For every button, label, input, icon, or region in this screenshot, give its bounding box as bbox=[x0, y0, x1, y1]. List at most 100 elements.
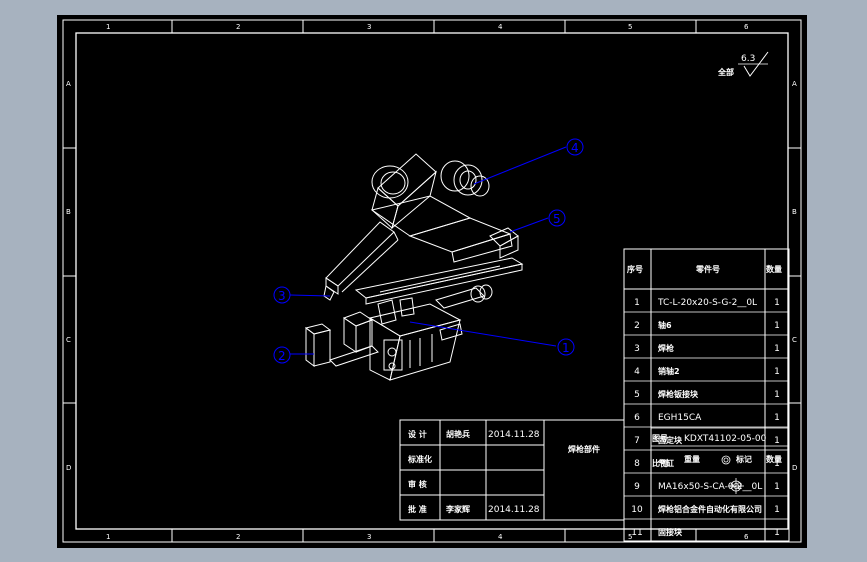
zone-letter: A bbox=[66, 80, 71, 88]
bom-row-qty: 1 bbox=[774, 413, 780, 423]
bom-row-no: 3 bbox=[634, 344, 640, 354]
zone-letter: B bbox=[66, 208, 71, 216]
bom-row-no: 2 bbox=[634, 321, 640, 331]
zone-number: 3 bbox=[367, 23, 371, 31]
bom-row-qty: 1 bbox=[774, 528, 780, 538]
bom-row-part: 焊枪铝合金件自动化有限公司 bbox=[658, 504, 762, 514]
drawing-no-label: 图号 bbox=[652, 434, 668, 443]
zone-number: 5 bbox=[628, 23, 632, 31]
bom-row-part: TC-L-20x20-S-G-2__0L bbox=[657, 298, 757, 308]
bom-row-no: 11 bbox=[631, 528, 642, 538]
bom-row-qty: 1 bbox=[774, 390, 780, 400]
zone-number: 6 bbox=[744, 533, 749, 541]
bom-row-qty: 1 bbox=[774, 344, 780, 354]
bom-row-part: 固定块 bbox=[658, 435, 683, 445]
approve-label: 批 准 bbox=[408, 504, 427, 514]
part-name: 焊枪部件 bbox=[568, 444, 600, 454]
bom-row-no: 6 bbox=[634, 413, 640, 423]
surface-roughness-symbol: 全部 6.3 bbox=[717, 51, 769, 77]
bom-row-no: 7 bbox=[634, 436, 640, 446]
bom-row-part: 销轴2 bbox=[658, 366, 680, 376]
bom-row-qty: 1 bbox=[774, 436, 780, 446]
balloon-callouts: 1 2 3 4 5 bbox=[273, 138, 584, 364]
zone-number: 1 bbox=[106, 533, 110, 541]
balloon-3 bbox=[273, 286, 291, 304]
roughness-label: 全部 bbox=[717, 67, 734, 77]
balloon-1-label: 1 bbox=[562, 341, 570, 355]
projection-symbol-icon bbox=[721, 455, 744, 494]
approve-date: 2014.11.28 bbox=[488, 505, 540, 515]
zone-number: 6 bbox=[744, 23, 749, 31]
zone-letters-left: A B C D bbox=[66, 80, 71, 472]
zone-number: 3 bbox=[367, 533, 371, 541]
bom-row-no: 10 bbox=[631, 505, 643, 515]
bom-row-no: 4 bbox=[634, 367, 640, 377]
standard-label: 标准化 bbox=[407, 454, 432, 464]
approve-name: 李家辉 bbox=[445, 504, 470, 514]
bom-row-qty: 1 bbox=[774, 459, 780, 469]
zone-letter: D bbox=[792, 464, 797, 472]
bom-row-qty: 1 bbox=[774, 367, 780, 377]
bom-row-part: 轴6 bbox=[658, 320, 672, 330]
bom-row-qty: 1 bbox=[774, 505, 780, 515]
qty-label: 数量 bbox=[766, 454, 782, 464]
zone-letter: A bbox=[792, 80, 797, 88]
bom-header-part: 零件号 bbox=[695, 264, 720, 274]
drawing-no: KDXT41102-05-00 bbox=[684, 434, 767, 444]
zone-letter: C bbox=[792, 336, 797, 344]
design-label: 设 计 bbox=[408, 429, 427, 439]
design-name: 胡艳兵 bbox=[446, 429, 470, 439]
balloon-4-label: 4 bbox=[571, 141, 579, 155]
bom-row-part: 焊枪 bbox=[658, 343, 674, 353]
balloon-1 bbox=[557, 338, 575, 356]
bom-row-qty: 1 bbox=[774, 298, 780, 308]
balloon-4 bbox=[566, 138, 584, 156]
zone-number: 4 bbox=[498, 533, 503, 541]
bom-row-no: 1 bbox=[634, 298, 640, 308]
balloon-2-label: 2 bbox=[278, 349, 286, 363]
review-label: 审 核 bbox=[408, 479, 427, 489]
bom-header-no: 序号 bbox=[627, 264, 643, 274]
bom-row-part: 固接块 bbox=[658, 527, 683, 537]
zone-number: 2 bbox=[236, 23, 240, 31]
scale-label: 比例 bbox=[652, 458, 668, 468]
bom-row-part: 气缸 bbox=[657, 458, 674, 468]
zone-letter: B bbox=[792, 208, 797, 216]
zone-numbers-bottom: 1 2 3 4 5 6 bbox=[106, 533, 749, 541]
zone-letters-right: A B C D bbox=[792, 80, 797, 472]
zone-letter: C bbox=[66, 336, 71, 344]
roughness-check-icon bbox=[743, 51, 769, 77]
inner-border bbox=[75, 32, 789, 530]
mark-label: 标记 bbox=[735, 454, 752, 464]
zone-number: 1 bbox=[106, 23, 110, 31]
bom-header-qty: 数量 bbox=[766, 264, 782, 274]
zone-number: 5 bbox=[628, 533, 632, 541]
balloon-3-label: 3 bbox=[278, 289, 286, 303]
zone-number: 2 bbox=[236, 533, 240, 541]
outer-border bbox=[62, 19, 802, 543]
zone-letter: D bbox=[66, 464, 71, 472]
bom-row-qty: 1 bbox=[774, 482, 780, 492]
bom-row-no: 5 bbox=[634, 390, 640, 400]
balloon-2 bbox=[273, 346, 291, 364]
zone-number: 4 bbox=[498, 23, 503, 31]
bom-row-qty: 1 bbox=[774, 321, 780, 331]
bom-row-part: 焊枪钣接块 bbox=[658, 389, 699, 399]
bom-row-no: 8 bbox=[634, 459, 640, 469]
zone-numbers-top: 1 2 3 4 5 6 bbox=[106, 23, 749, 31]
bom-rows: 1 TC-L-20x20-S-G-2__0L 1 2 轴6 1 3 焊枪 1 4 销轴2 1 5 焊枪钣接… bbox=[624, 298, 789, 543]
design-date: 2014.11.28 bbox=[488, 430, 540, 440]
weight-label: 重量 bbox=[684, 454, 700, 464]
bom-row-no: 9 bbox=[634, 482, 640, 492]
roughness-value: 6.3 bbox=[741, 54, 755, 64]
title-block: 设 计 胡艳兵 2014.11.28 标准化 审 核 批 准 李家辉 2014.… bbox=[399, 419, 789, 521]
welding-torch-assembly bbox=[304, 153, 524, 381]
drawing-area bbox=[57, 15, 807, 548]
bom-row-part: EGH15CA bbox=[658, 413, 702, 423]
bom-row-part: MA16x50-S-CA-0-2__0L bbox=[658, 482, 762, 492]
balloon-5 bbox=[548, 209, 566, 227]
zone-ticks bbox=[63, 20, 801, 542]
balloon-5-label: 5 bbox=[553, 212, 561, 226]
